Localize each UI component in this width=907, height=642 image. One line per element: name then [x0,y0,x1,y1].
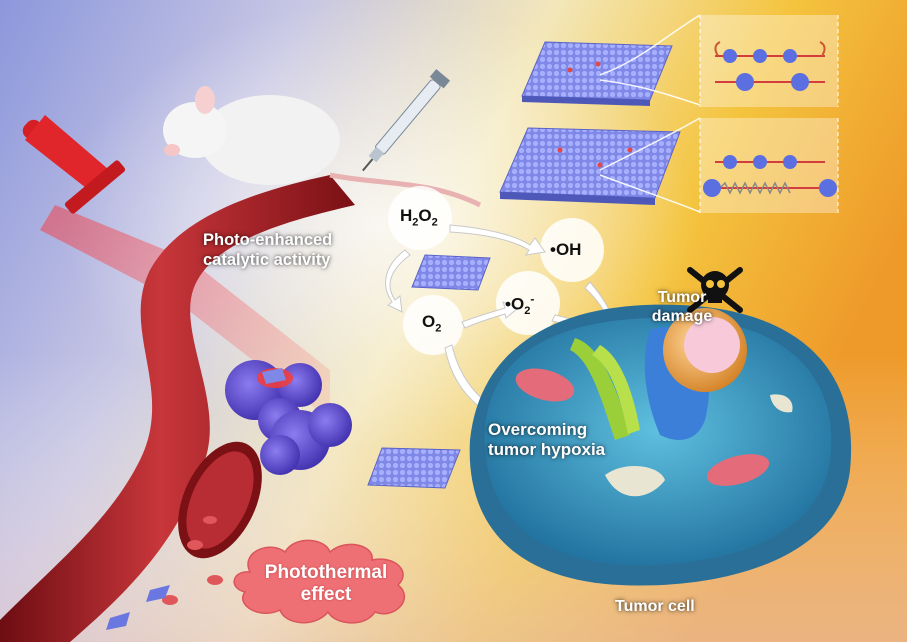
species-h2o2: H2O2 [400,206,438,229]
laser-icon [22,115,330,420]
tumor-cluster-icon [225,360,352,475]
label-tumor-damage: Tumor damage [651,289,713,325]
label-overcoming-hypoxia: Overcoming tumor hypoxia [488,420,606,459]
syringe-icon [362,69,451,172]
skull-icon [687,267,743,313]
blood-vessel-icon [0,175,355,642]
label-tumor-cell: Tumor cell [615,598,695,615]
species-hydroxyl-radical: •OH [550,240,582,259]
nanosheet-icon [499,41,681,205]
label-photothermal-effect: Photothermal effect [264,562,388,605]
tumor-cell-icon [469,304,852,586]
mouse-icon [163,86,482,208]
photothermal-cloud [233,539,406,624]
red-blood-cell-icon [162,516,223,605]
species-o2: O2 [422,312,442,335]
species-superoxide: •O2- [505,292,535,318]
label-photo-enhanced: Photo-enhanced catalytic activity [203,231,333,269]
lattice-schematic [699,15,839,213]
